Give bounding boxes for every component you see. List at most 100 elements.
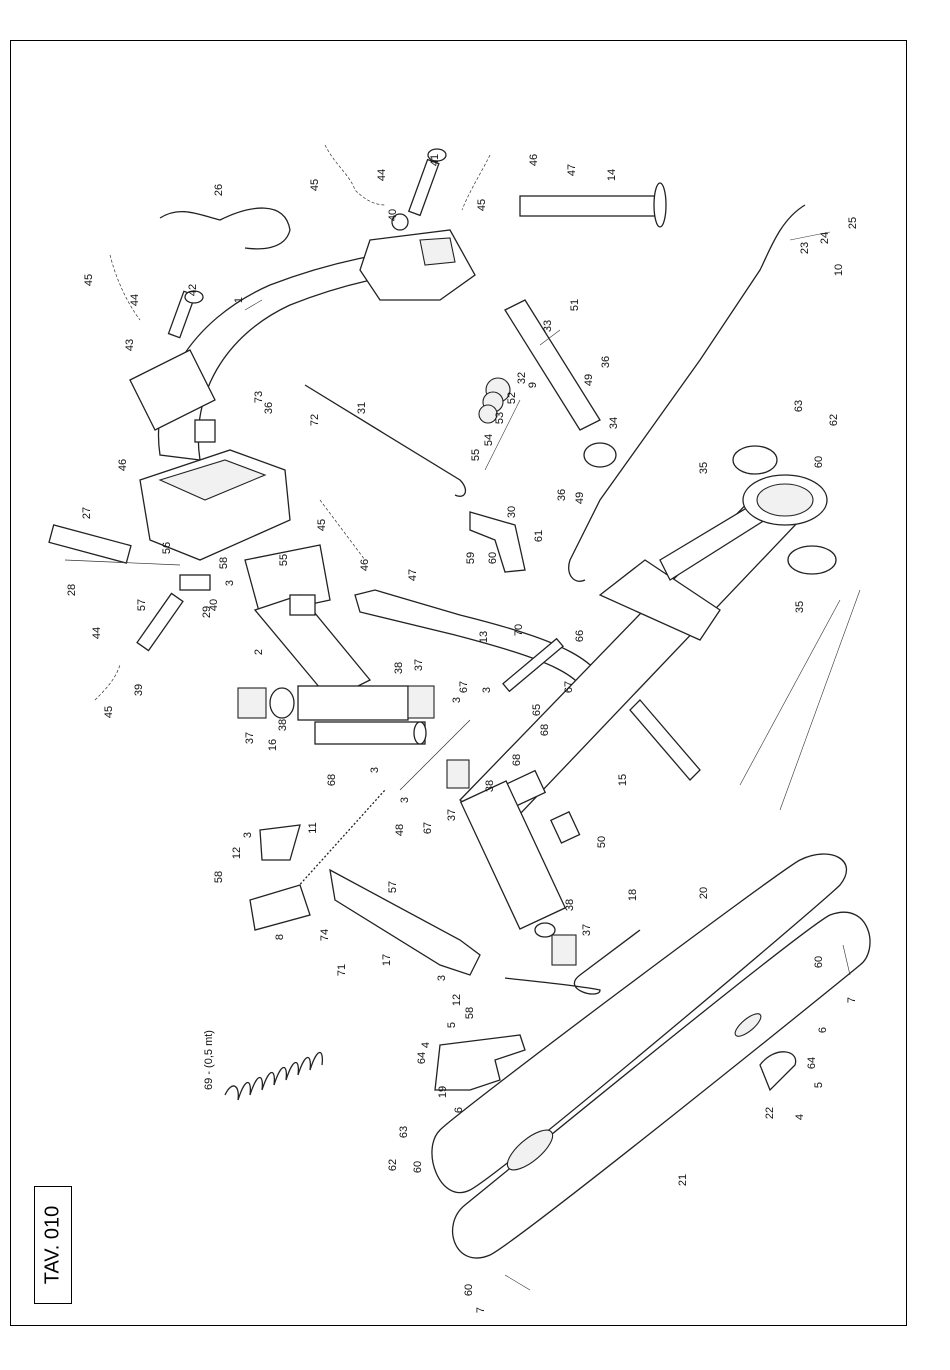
callout-24: 24 bbox=[819, 232, 831, 244]
callout-50: 50 bbox=[596, 836, 608, 848]
callout-17: 17 bbox=[381, 954, 393, 966]
callout-58: 58 bbox=[213, 871, 225, 883]
part-1-hitch-arch bbox=[129, 229, 476, 561]
callout-20: 20 bbox=[698, 887, 710, 899]
callout-14: 14 bbox=[606, 169, 618, 181]
callout-71: 71 bbox=[336, 964, 348, 976]
callout-47: 47 bbox=[407, 569, 419, 581]
callout-68: 68 bbox=[326, 774, 338, 786]
callout-49: 49 bbox=[583, 374, 595, 386]
callout-41: 41 bbox=[429, 154, 441, 166]
part-45-chain-e bbox=[94, 664, 121, 701]
callout-3: 3 bbox=[436, 975, 448, 981]
callout-3: 3 bbox=[399, 797, 411, 803]
callout-48: 48 bbox=[394, 824, 406, 836]
part-40-spacer bbox=[391, 213, 409, 231]
part-65-turnbuckle bbox=[502, 637, 564, 693]
callout-35: 35 bbox=[698, 462, 710, 474]
part-32-33-link bbox=[478, 299, 617, 468]
callout-36: 36 bbox=[556, 489, 568, 501]
callout-3: 3 bbox=[224, 580, 236, 586]
part-39-pin bbox=[136, 592, 184, 652]
callout-36: 36 bbox=[263, 402, 275, 414]
callout-66: 66 bbox=[574, 630, 586, 642]
part-42-pin bbox=[167, 290, 204, 339]
callout-3: 3 bbox=[481, 687, 493, 693]
callout-73: 73 bbox=[253, 391, 265, 403]
callout-36: 36 bbox=[600, 356, 612, 368]
callout-46: 46 bbox=[117, 459, 129, 471]
part-30-bracket bbox=[469, 511, 526, 573]
part-27-plate bbox=[48, 524, 132, 564]
callout-60: 60 bbox=[813, 956, 825, 968]
callout-39: 39 bbox=[133, 684, 145, 696]
callout-68: 68 bbox=[511, 754, 523, 766]
part-8-17-plates bbox=[249, 824, 481, 976]
callout-58: 58 bbox=[218, 557, 230, 569]
part-23-long-rod bbox=[568, 204, 806, 582]
callout-58: 58 bbox=[464, 1007, 476, 1019]
part-45-chain-d bbox=[319, 499, 366, 561]
callout-34: 34 bbox=[608, 417, 620, 429]
callout-68: 68 bbox=[539, 724, 551, 736]
callout-7: 7 bbox=[846, 997, 858, 1003]
callout-38: 38 bbox=[564, 899, 576, 911]
part-16-37-38-bushings bbox=[237, 685, 577, 966]
callout-40: 40 bbox=[387, 209, 399, 221]
callout-27: 27 bbox=[81, 507, 93, 519]
part-2-frame bbox=[244, 544, 372, 701]
callout-60: 60 bbox=[463, 1284, 475, 1296]
callout-52: 52 bbox=[506, 392, 518, 404]
callout-45: 45 bbox=[316, 519, 328, 531]
callout-22: 22 bbox=[764, 1107, 776, 1119]
callout-45: 45 bbox=[103, 706, 115, 718]
callout-62: 62 bbox=[387, 1159, 399, 1171]
part-41-pin bbox=[407, 148, 447, 217]
part-18-tine bbox=[504, 929, 641, 995]
part-31-rod bbox=[304, 384, 467, 497]
callout-10: 10 bbox=[833, 264, 845, 276]
callout-67: 67 bbox=[422, 822, 434, 834]
callout-54: 54 bbox=[483, 434, 495, 446]
callout-13: 13 bbox=[478, 631, 490, 643]
part-45-chain-a bbox=[324, 144, 386, 206]
callout-4: 4 bbox=[420, 1042, 432, 1048]
callout-44: 44 bbox=[376, 169, 388, 181]
part-69-spring-coil bbox=[224, 1051, 324, 1101]
callout-19: 19 bbox=[437, 1086, 449, 1098]
table-label-box: TAV. 010 bbox=[34, 1186, 72, 1304]
spring-note: 69 - (0,5 mt) bbox=[203, 1030, 215, 1090]
callout-60: 60 bbox=[487, 552, 499, 564]
callout-67: 67 bbox=[458, 681, 470, 693]
table-label: TAV. 010 bbox=[41, 1205, 64, 1285]
callout-72: 72 bbox=[309, 414, 321, 426]
callout-49: 49 bbox=[574, 492, 586, 504]
callout-65: 65 bbox=[531, 704, 543, 716]
callout-57: 57 bbox=[136, 599, 148, 611]
callout-59: 59 bbox=[465, 552, 477, 564]
callout-61: 61 bbox=[533, 530, 545, 542]
callout-37: 37 bbox=[244, 732, 256, 744]
callout-45: 45 bbox=[476, 199, 488, 211]
part-26-hook-rod bbox=[159, 207, 291, 250]
callout-74: 74 bbox=[319, 929, 331, 941]
part-11-spring bbox=[294, 789, 386, 891]
callout-70: 70 bbox=[513, 624, 525, 636]
callout-4: 4 bbox=[794, 1114, 806, 1120]
callout-40: 40 bbox=[208, 599, 220, 611]
part-28-chain bbox=[64, 559, 181, 566]
callout-labels: 1233333334455667789101112121314151617181… bbox=[66, 154, 859, 1313]
callout-60: 60 bbox=[813, 456, 825, 468]
part-45-chain-b bbox=[461, 154, 491, 211]
callout-3: 3 bbox=[451, 697, 463, 703]
part-35-rings bbox=[732, 445, 837, 575]
callout-46: 46 bbox=[528, 154, 540, 166]
callout-11: 11 bbox=[307, 822, 319, 833]
callout-45: 45 bbox=[309, 179, 321, 191]
callout-47: 47 bbox=[566, 164, 578, 176]
callout-2: 2 bbox=[253, 649, 265, 655]
callout-67: 67 bbox=[563, 681, 575, 693]
callout-44: 44 bbox=[129, 294, 141, 306]
callout-56: 56 bbox=[161, 542, 173, 554]
